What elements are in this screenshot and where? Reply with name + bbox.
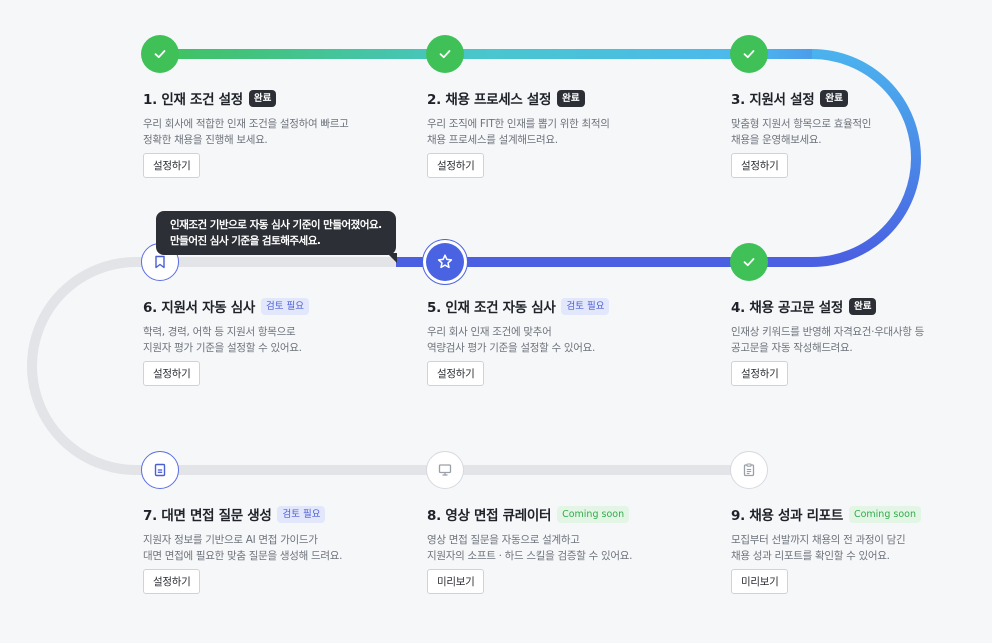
step-6-node (141, 243, 179, 281)
check-icon (743, 50, 755, 59)
step-description: 우리 회사에 적합한 인재 조건을 설정하여 빠르고 정확한 채용을 진행해 보… (143, 118, 349, 146)
tooltip-tail (387, 253, 397, 263)
status-badge: 검토 필요 (277, 505, 326, 523)
step-description: 인재상 키워드를 반영해 자격요건·우대사항 등 공고문을 자동 작성해드려요. (731, 326, 925, 354)
setup-button[interactable]: 설정하기 (427, 153, 485, 178)
step-card-5: 5. 인재 조건 자동 심사 검토 필요 우리 회사 인재 조건에 맞추어 역량… (427, 296, 687, 386)
step-description: 우리 회사 인재 조건에 맞추어 역량검사 평가 기준을 설정할 수 있어요. (427, 326, 595, 354)
bookmark-icon (155, 255, 165, 269)
step-card-9: 9. 채용 성과 리포트 Coming soon 모집부터 선발까지 채용의 전… (731, 504, 991, 594)
step-card-1: 1. 인재 조건 설정 완료 우리 회사에 적합한 인재 조건을 설정하여 빠르… (143, 88, 403, 178)
track-segment-pending-left-arc (27, 257, 160, 475)
track-segment-complete-right-arc (811, 49, 921, 267)
step-description: 영상 면접 질문을 자동으로 설계하고 지원자의 소프트 · 하드 스킬을 검증… (427, 534, 633, 562)
monitor-icon (438, 464, 452, 476)
step-card-6: 6. 지원서 자동 심사 검토 필요 학력, 경력, 어학 등 지원서 항목으로… (143, 296, 403, 386)
status-badge: Coming soon (848, 505, 921, 523)
tooltip-line-1: 인재조건 기반으로 자동 심사 기준이 만들어졌어요. (170, 219, 382, 231)
setup-button[interactable]: 설정하기 (143, 569, 201, 594)
step-title: 2. 채용 프로세스 설정 (427, 92, 552, 108)
setup-button[interactable]: 설정하기 (143, 153, 201, 178)
step-description: 모집부터 선발까지 채용의 전 과정이 담긴 채용 성과 리포트를 확인할 수 … (731, 534, 906, 562)
status-badge: 검토 필요 (260, 297, 309, 315)
status-badge: 완료 (848, 297, 877, 315)
setup-button[interactable]: 설정하기 (731, 361, 789, 386)
step-title: 8. 영상 면접 큐레이터 (427, 508, 552, 524)
status-badge: 검토 필요 (561, 297, 610, 315)
setup-button[interactable]: 설정하기 (731, 153, 789, 178)
step-description: 학력, 경력, 어학 등 지원서 항목으로 지원자 평가 기준을 설정할 수 있… (143, 326, 302, 354)
check-icon (154, 50, 166, 59)
step-title: 7. 대면 면접 질문 생성 (143, 508, 272, 524)
step-description: 맞춤형 지원서 항목으로 효율적인 채용을 운영해보세요. (731, 118, 872, 146)
setup-button[interactable]: 설정하기 (143, 361, 201, 386)
step-title: 9. 채용 성과 리포트 (731, 508, 843, 524)
step-8-node (426, 451, 464, 489)
preview-button[interactable]: 미리보기 (427, 569, 485, 594)
step-title: 6. 지원서 자동 심사 (143, 300, 255, 316)
setup-button[interactable]: 설정하기 (427, 361, 485, 386)
step-2-node (426, 35, 464, 73)
step-1-node (141, 35, 179, 73)
preview-button[interactable]: 미리보기 (731, 569, 789, 594)
step-card-2: 2. 채용 프로세스 설정 완료 우리 조직에 FIT한 인재를 뽑기 위한 최… (427, 88, 687, 178)
step-9-node (730, 451, 768, 489)
check-icon (439, 50, 451, 59)
step-card-8: 8. 영상 면접 큐레이터 Coming soon 영상 면접 질문을 자동으로… (427, 504, 687, 594)
status-badge: 완료 (248, 89, 277, 107)
step-4-node (730, 243, 768, 281)
step-card-3: 3. 지원서 설정 완료 맞춤형 지원서 항목으로 효율적인 채용을 운영해보세… (731, 88, 991, 178)
status-badge: 완료 (557, 89, 585, 107)
step-title: 3. 지원서 설정 (731, 92, 815, 108)
step-description: 우리 조직에 FIT한 인재를 뽑기 위한 최적의 채용 프로세스를 설계해드려… (427, 118, 610, 146)
check-icon (743, 258, 755, 267)
step-title: 5. 인재 조건 자동 심사 (427, 300, 556, 316)
review-tooltip: 인재조건 기반으로 자동 심사 기준이 만들어졌어요. 만들어진 심사 기준을 … (156, 211, 397, 263)
clipboard-icon (743, 463, 755, 477)
notebook-icon (154, 463, 166, 477)
step-title: 1. 인재 조건 설정 (143, 92, 243, 108)
step-card-7: 7. 대면 면접 질문 생성 검토 필요 지원자 정보를 기반으로 AI 면접 … (143, 504, 403, 594)
step-5-node (426, 243, 464, 281)
status-badge: Coming soon (557, 505, 630, 523)
status-badge: 완료 (820, 89, 848, 107)
step-7-node (141, 451, 179, 489)
step-title: 4. 채용 공고문 설정 (731, 300, 843, 316)
step-3-node (730, 35, 768, 73)
step-description: 지원자 정보를 기반으로 AI 면접 가이드가 대면 면접에 필요한 맞춤 질문… (143, 534, 343, 562)
tooltip-line-2: 만들어진 심사 기준을 검토해주세요. (170, 235, 321, 247)
step-card-4: 4. 채용 공고문 설정 완료 인재상 키워드를 반영해 자격요건·우대사항 등… (731, 296, 991, 386)
star-icon (437, 254, 453, 269)
